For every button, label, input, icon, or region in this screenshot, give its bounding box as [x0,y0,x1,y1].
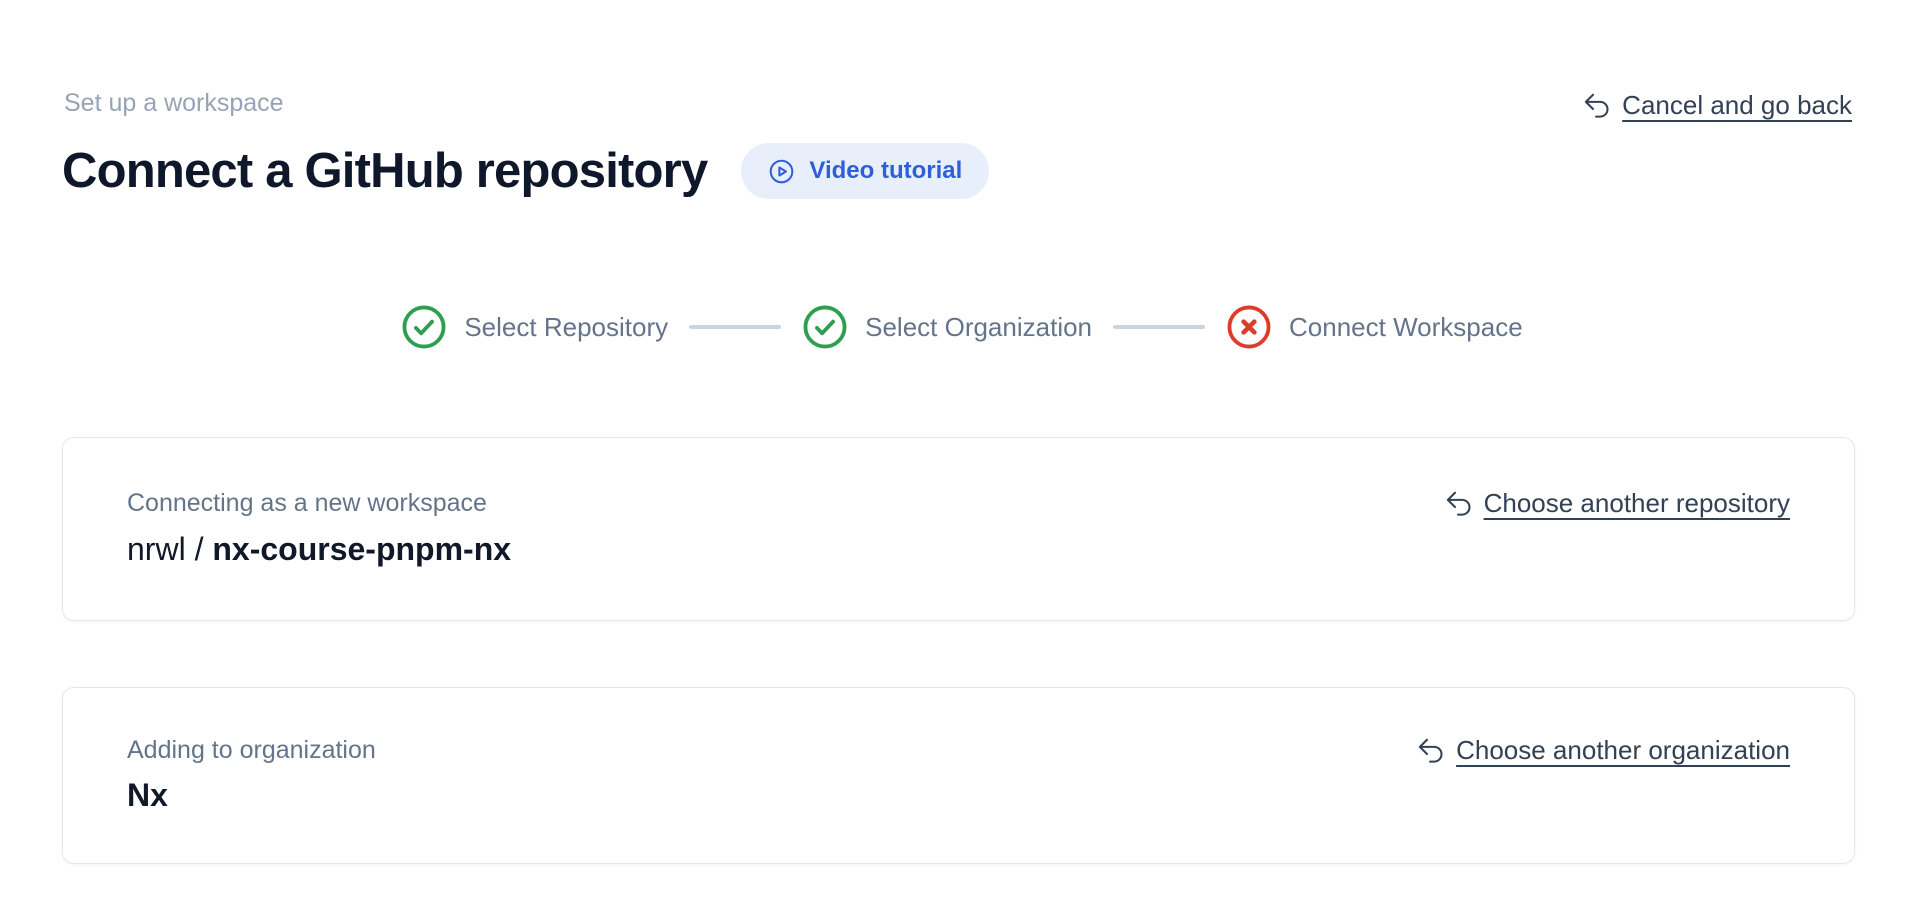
page-title: Connect a GitHub repository [62,144,708,198]
stepper-connector [1113,325,1206,329]
stepper-step-select-repository: Select Repository [401,304,668,350]
step-label: Connect Workspace [1289,311,1523,342]
repository-name: nrwl / nx-course-pnpm-nx [127,529,1790,571]
organization-card: Adding to organization Choose another or… [62,687,1855,864]
stepper-connector [689,325,782,329]
choose-another-organization-link[interactable]: Choose another organization [1416,735,1790,766]
video-tutorial-button[interactable]: Video tutorial [741,143,990,200]
repository-owner: nrwl / [127,530,213,567]
choose-organization-label: Choose another organization [1456,734,1790,765]
video-tutorial-label: Video tutorial [809,157,963,185]
cancel-link-label: Cancel and go back [1622,90,1852,120]
organization-card-row: Adding to organization Choose another or… [127,734,1790,767]
x-circle-icon [1227,305,1271,349]
check-circle-icon [803,305,847,349]
check-circle-icon [402,305,446,349]
repository-card-label: Connecting as a new workspace [127,489,487,518]
organization-card-label: Adding to organization [127,735,376,764]
choose-repository-label: Choose another repository [1483,488,1790,519]
choose-another-repository-link[interactable]: Choose another repository [1444,488,1790,519]
undo-icon [1416,736,1445,765]
step-label: Select Organization [865,311,1093,342]
play-circle-icon [768,158,795,185]
stepper-step-connect-workspace: Connect Workspace [1226,304,1523,350]
repository-card-row: Connecting as a new workspace Choose ano… [127,487,1790,520]
step-label: Select Repository [464,311,669,342]
page-eyebrow: Set up a workspace [64,89,284,117]
repository-card: Connecting as a new workspace Choose ano… [62,437,1855,621]
organization-name: Nx [127,775,1790,817]
cancel-and-go-back-link[interactable]: Cancel and go back [1582,90,1852,121]
organization-title: Nx [127,777,168,814]
stepper-step-select-organization: Select Organization [802,304,1092,350]
stepper: Select Repository Select Organization Co… [0,304,1924,350]
title-row: Connect a GitHub repository Video tutori… [62,143,990,200]
repository-slug: nx-course-pnpm-nx [212,530,512,567]
undo-icon [1444,489,1473,518]
undo-icon [1582,91,1611,120]
